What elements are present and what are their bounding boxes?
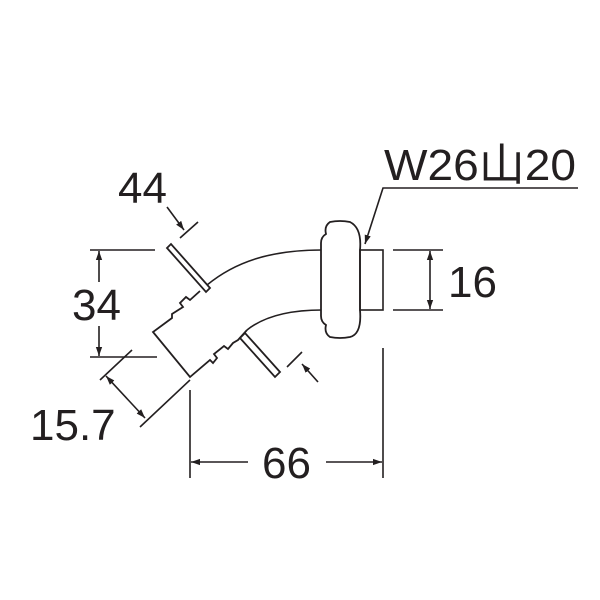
outlet-stub bbox=[359, 249, 384, 311]
height-label: 34 bbox=[72, 281, 121, 330]
upper-hex-flat bbox=[165, 242, 212, 294]
thread-spec-label: W26山20 bbox=[384, 141, 576, 190]
dimension-outlet-diameter: 16 bbox=[393, 249, 497, 311]
dimension-hex-width: 44 bbox=[118, 164, 319, 383]
dimension-width: 66 bbox=[189, 348, 384, 488]
lower-hex-flat bbox=[238, 331, 282, 379]
fitting-body bbox=[151, 220, 384, 379]
union-nut bbox=[320, 220, 362, 339]
outlet-diameter-label: 16 bbox=[448, 258, 497, 307]
inlet-length-label: 15.7 bbox=[30, 401, 116, 450]
dimension-inlet-length: 15.7 bbox=[30, 349, 191, 450]
dimension-height: 34 bbox=[72, 249, 157, 358]
thread-spec-callout: W26山20 bbox=[364, 141, 578, 245]
width-label: 66 bbox=[262, 439, 311, 488]
hex-width-label: 44 bbox=[118, 164, 167, 213]
